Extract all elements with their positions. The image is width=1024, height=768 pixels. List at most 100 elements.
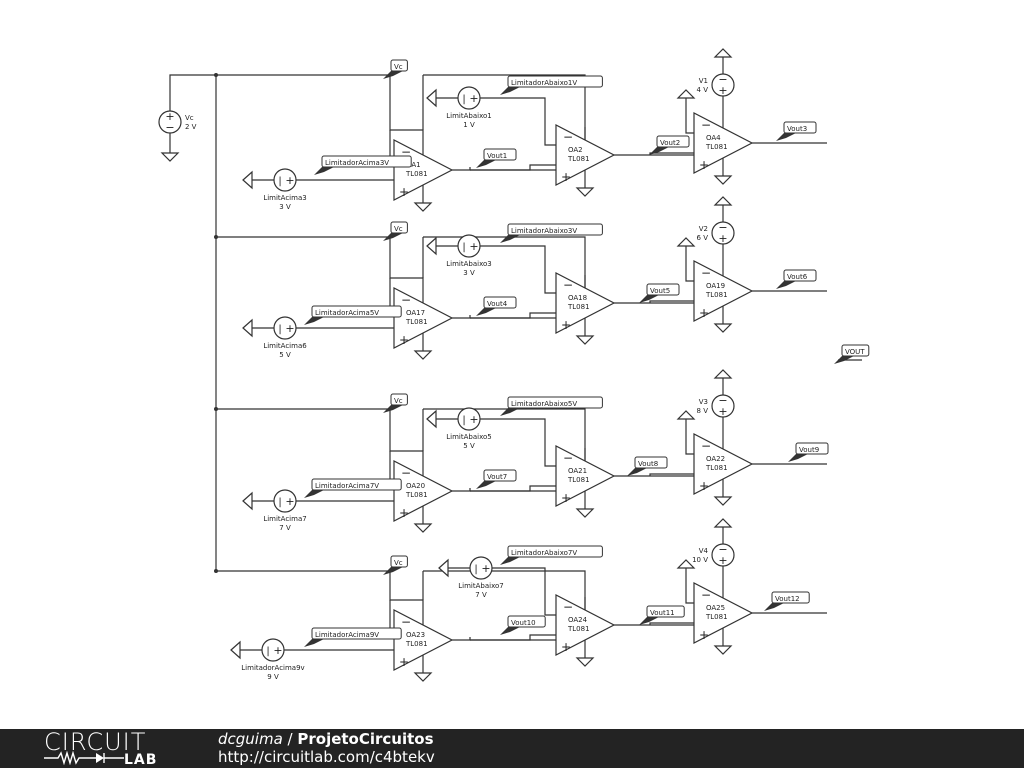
net-label-vout[interactable]: VOUT [834, 344, 870, 364]
net-label-lc9[interactable]: LimitadorAcima9V [304, 627, 402, 647]
net-label-vout3[interactable]: Vout3 [776, 121, 817, 141]
opamp-name: OA22 [706, 455, 725, 463]
source-minus-sign: | [462, 415, 465, 426]
net-label-vc[interactable]: Vc [383, 221, 408, 241]
port-arrow-icon [242, 491, 253, 511]
net-label-vout9[interactable]: Vout9 [788, 442, 829, 462]
source-plus-sign: + [285, 174, 294, 187]
net-label-text: Vout9 [799, 446, 819, 454]
net-label-box [321, 155, 412, 168]
project-title[interactable]: ProjetoCircuitos [297, 730, 434, 748]
net-label-vout12[interactable]: Vout12 [764, 591, 810, 611]
net-label-box [507, 75, 603, 88]
source-name: LimitAbaixo7 [458, 582, 503, 590]
net-label-vout4[interactable]: Vout4 [476, 296, 517, 316]
net-label-lc5[interactable]: LimitadorAcima5V [304, 305, 402, 325]
opamp-name: OA4 [706, 134, 721, 142]
wire [423, 74, 586, 148]
net-label-vc[interactable]: Vc [383, 555, 408, 575]
net-label-vout7[interactable]: Vout7 [476, 469, 517, 489]
net-label-lc3[interactable]: LimitadorAcima3V [314, 155, 412, 175]
net-label-vout2[interactable]: Vout2 [649, 135, 690, 155]
net-label-vc[interactable]: Vc [383, 393, 408, 413]
net-label-box [646, 283, 680, 296]
net-label-flag [383, 567, 403, 575]
net-label-vout6[interactable]: Vout6 [776, 269, 817, 289]
opamp-minus-pin: − [401, 615, 411, 629]
wire [685, 568, 694, 604]
voltage-source-v3[interactable]: −+V38 V [697, 394, 735, 418]
net-label-flag [304, 490, 324, 498]
net-label-la5[interactable]: LimitadorAbaixo5V [500, 396, 603, 416]
opamp-model: TL081 [405, 640, 428, 648]
opamp-model: TL081 [567, 625, 590, 633]
net-label-vc[interactable]: Vc [383, 59, 408, 79]
net-label-box [783, 269, 817, 282]
ground-icon [575, 335, 595, 345]
net-label-text: Vout4 [487, 300, 508, 308]
net-label-la7[interactable]: LimitadorAbaixo7V [500, 545, 603, 565]
opamp-name: OA21 [568, 467, 587, 475]
net-label-box [483, 469, 517, 482]
source-value: 8 V [697, 407, 709, 415]
net-label-la1[interactable]: LimitadorAbaixo1V [500, 75, 603, 95]
net-label-vout11[interactable]: Vout11 [639, 605, 685, 625]
source-value: 2 V [185, 123, 197, 131]
source-value: 6 V [697, 234, 709, 242]
opamp-minus-pin: − [563, 130, 573, 144]
net-label-lc7[interactable]: LimitadorAcima7V [304, 478, 402, 498]
voltage-source-v1[interactable]: −+V14 V [697, 73, 735, 97]
voltage-source-vc[interactable]: +−Vc2 V [158, 110, 197, 134]
net-label-vout8[interactable]: Vout8 [627, 456, 668, 476]
net-label-la3[interactable]: LimitadorAbaixo3V [500, 223, 603, 243]
voltage-source-v2[interactable]: −+V26 V [697, 221, 735, 245]
circuitlab-logo[interactable]: CIRCUIT LAB [44, 728, 176, 768]
net-label-vout1[interactable]: Vout1 [476, 148, 517, 168]
author-name[interactable]: dcguima [218, 730, 283, 748]
source-minus-sign: | [462, 242, 465, 253]
source-name: V4 [699, 547, 709, 555]
net-label-flag [500, 557, 520, 565]
net-label-vout5[interactable]: Vout5 [639, 283, 680, 303]
net-label-flag [764, 603, 784, 611]
opamp-plus-pin: + [399, 333, 409, 347]
wire [389, 571, 424, 612]
opamp-name: OA19 [706, 282, 725, 290]
net-label-flag [383, 233, 403, 241]
labels: VcLimitadorAcima3VVout1LimitadorAbaixo1V… [304, 59, 870, 647]
net-label-text: Vc [394, 397, 403, 405]
source-body [457, 86, 481, 110]
source-plus-sign: + [165, 110, 174, 123]
ground-icon [413, 672, 433, 682]
net-label-box [507, 545, 603, 558]
supply-arrow-icon [713, 369, 733, 379]
project-url[interactable]: http://circuitlab.com/c4btekv [218, 748, 435, 766]
net-label-vout10[interactable]: Vout10 [500, 615, 546, 635]
source-value: 5 V [279, 351, 291, 359]
source-minus-sign: | [278, 497, 281, 508]
opamp-model: TL081 [567, 155, 590, 163]
port-arrow-icon [242, 318, 253, 338]
source-plus-sign: + [718, 84, 727, 97]
